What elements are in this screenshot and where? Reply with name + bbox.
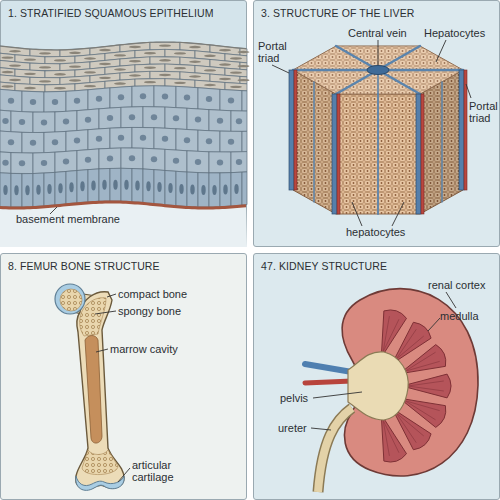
panel-heading: 47. KIDNEY STRUCTURE — [261, 260, 495, 272]
figure-panel: 47. KIDNEY STRUCTURE — [253, 253, 500, 500]
panel-heading: 8. FEMUR BONE STRUCTURE — [8, 260, 242, 272]
figure-panel: 1. STRATIFIED SQUAMOUS EPITHELIUM — [0, 0, 247, 247]
panel-heading: 1. STRATIFIED SQUAMOUS EPITHELIUM — [8, 7, 242, 19]
panel-heading: 3. STRUCTURE OF THE LIVER — [261, 7, 495, 19]
figure-panel: 3. STRUCTURE OF THE LIVER — [253, 0, 500, 247]
figure-panel: 8. FEMUR BONE STRUCTURE — [0, 253, 247, 500]
